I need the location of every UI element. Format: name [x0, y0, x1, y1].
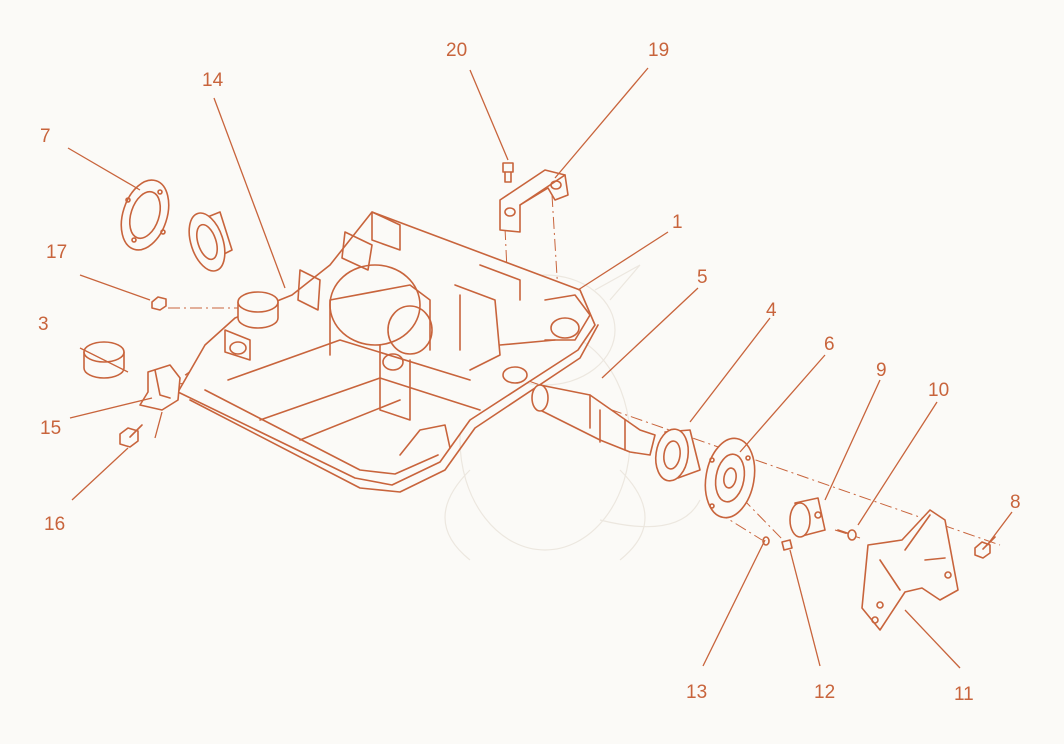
washer-part-9 — [789, 497, 826, 538]
left-bracket-part-15 — [139, 364, 181, 411]
small-washer-part-13 — [762, 536, 770, 546]
callout-11: 11 — [954, 684, 974, 705]
callout-14: 14 — [202, 70, 224, 91]
flange-cover-part-7 — [120, 179, 170, 251]
bearing-left — [188, 211, 233, 272]
cover-plate-part-11 — [861, 509, 959, 631]
callout-20: 20 — [446, 40, 467, 61]
callout-6: 6 — [824, 334, 835, 355]
callout-17: 17 — [46, 242, 67, 263]
callout-16: 16 — [44, 514, 65, 535]
flange-part-6 — [704, 437, 756, 519]
handle-part-19 — [499, 169, 569, 233]
callout-9: 9 — [876, 360, 887, 381]
callout-7: 7 — [40, 126, 51, 147]
base-plate-part-1 — [177, 211, 599, 493]
callout-19: 19 — [648, 40, 669, 61]
pin-part-10 — [837, 529, 857, 541]
leader-lines — [67, 67, 1013, 669]
small-screw-part-12 — [781, 539, 793, 551]
hex-bolt-part-16 — [119, 424, 143, 448]
bearing-part-4 — [654, 428, 701, 482]
callout-4: 4 — [766, 300, 777, 321]
nut-part-17 — [151, 296, 167, 311]
callout-8: 8 — [1010, 492, 1021, 513]
callout-13: 13 — [686, 682, 707, 703]
shaft-part-5 — [531, 384, 656, 456]
callout-5: 5 — [697, 267, 708, 288]
rubber-mount-part-14 — [237, 291, 279, 329]
rubber-bumper-part-3 — [83, 341, 125, 379]
callout-15: 15 — [40, 418, 61, 439]
callout-3: 3 — [38, 314, 49, 335]
callout-10: 10 — [928, 380, 949, 401]
callout-12: 12 — [814, 682, 835, 703]
screw-part-20 — [502, 162, 514, 183]
callout-1: 1 — [672, 212, 683, 233]
callout-labels: 1 3 4 5 6 7 8 9 10 11 12 13 14 15 16 17 … — [38, 40, 1021, 705]
